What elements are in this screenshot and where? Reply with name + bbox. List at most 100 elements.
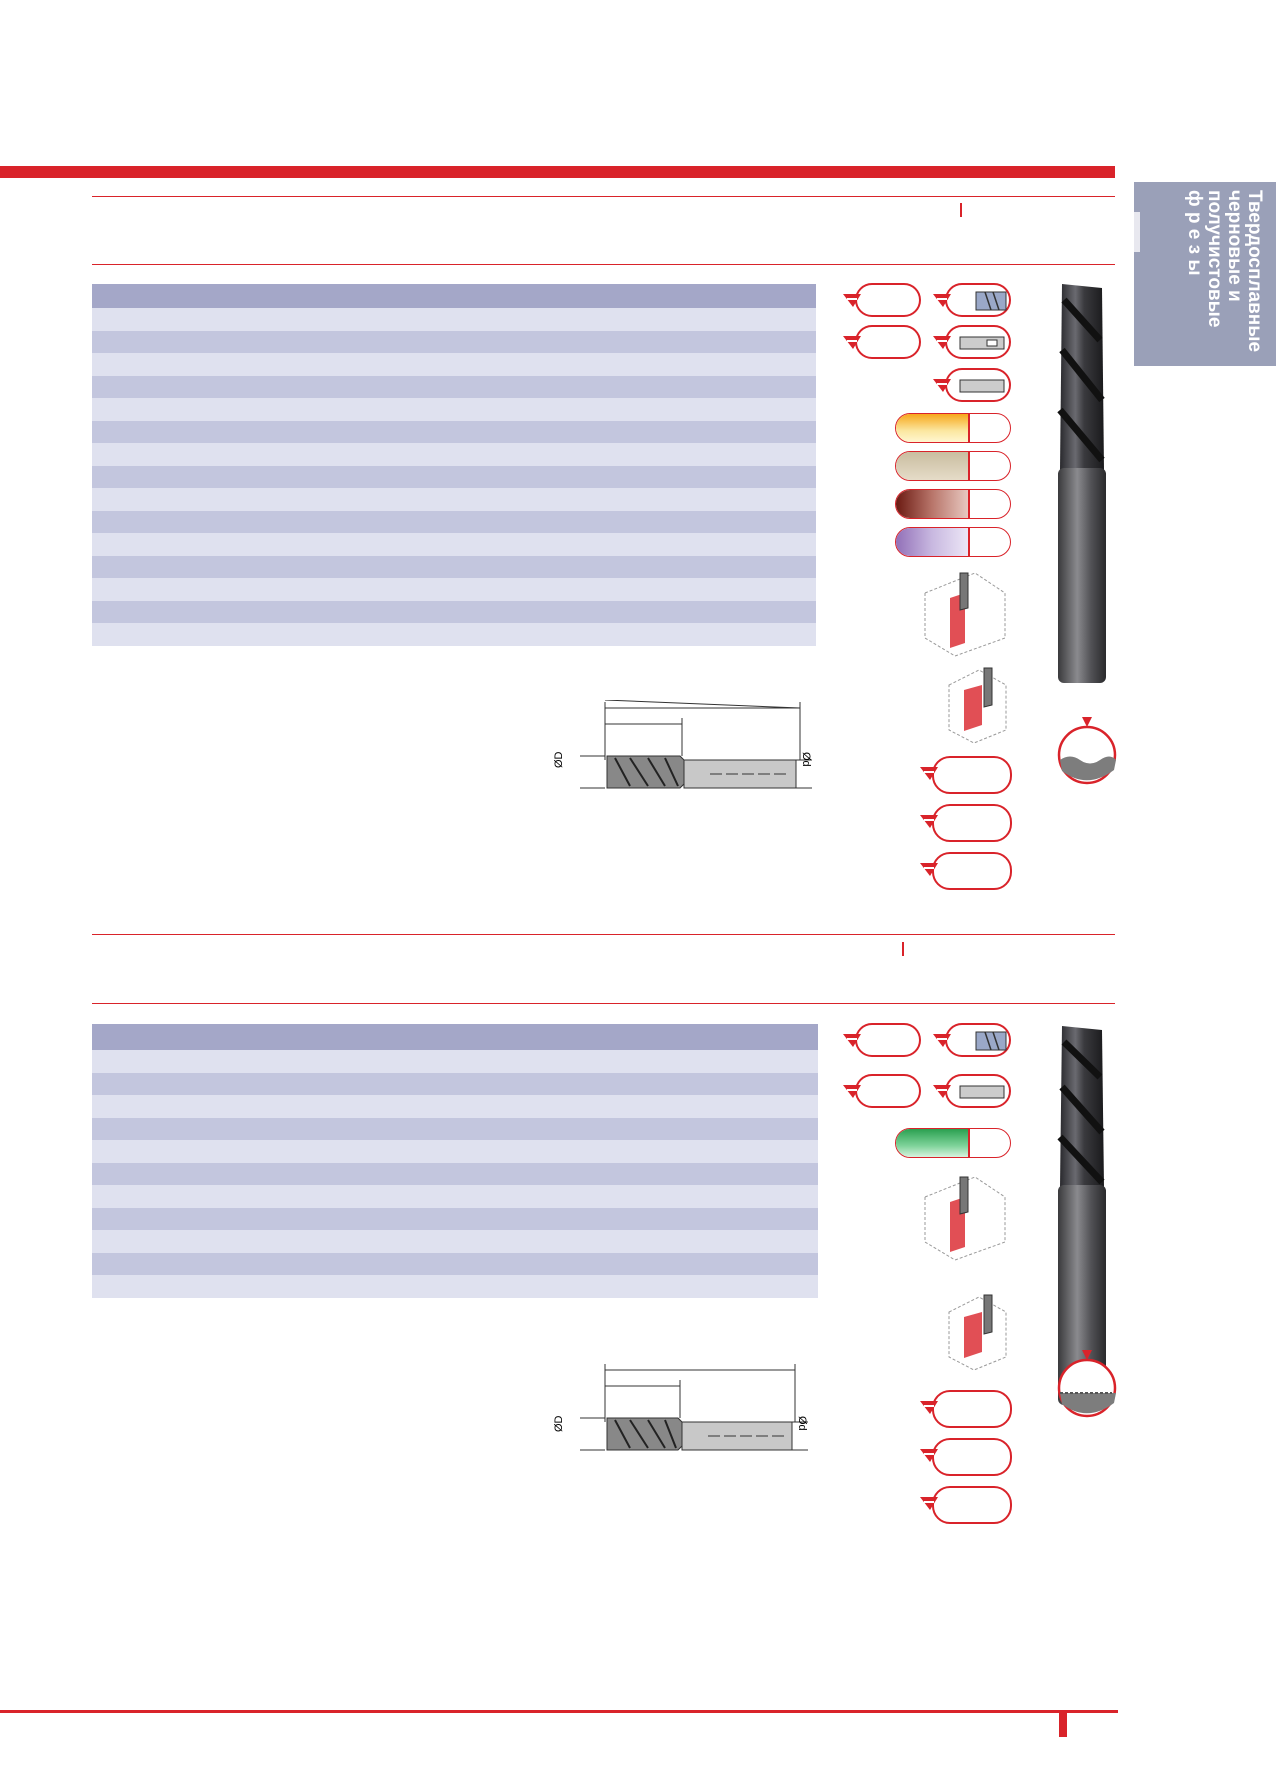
- coating-yellow: [895, 413, 1011, 443]
- diameter-d-label: Ød: [800, 752, 812, 767]
- side-tab-line-2: черновые и: [1224, 190, 1245, 302]
- red-arrow-icon: [933, 379, 951, 392]
- table-header: [92, 1024, 818, 1050]
- helix-badge: [933, 1023, 1011, 1057]
- table-row: [92, 308, 816, 331]
- table-row: [92, 488, 816, 511]
- table-row: [92, 1230, 818, 1253]
- table-row: [92, 1185, 818, 1208]
- diameter-D-label: ØD: [553, 1415, 565, 1433]
- footer-rule: [0, 1710, 1118, 1713]
- shank-plain-icon: [959, 1085, 1005, 1099]
- end-mill-photo: [1057, 284, 1106, 683]
- coating-brown: [895, 489, 1011, 519]
- spec-badge: [920, 852, 1012, 890]
- red-arrow-icon: [920, 1497, 938, 1510]
- spec-badge: [843, 283, 921, 317]
- profile-icon: [1057, 1350, 1117, 1418]
- spec-badge: [843, 1023, 921, 1057]
- side-milling-icon: [948, 1294, 1007, 1371]
- red-arrow-icon: [933, 294, 951, 307]
- coating-swatch: [896, 414, 968, 442]
- red-arrow-icon: [843, 1034, 861, 1047]
- red-arrow-icon: [843, 336, 861, 349]
- red-arrow-icon: [843, 294, 861, 307]
- slot-milling-icon: [924, 572, 1006, 657]
- slot-milling-icon: [924, 1176, 1006, 1261]
- section1-title-marker: [960, 203, 962, 217]
- section2-bottom-rule: [92, 1003, 1115, 1004]
- table-row: [92, 375, 816, 398]
- red-arrow-icon: [920, 1449, 938, 1462]
- shank-plain-badge: [933, 368, 1011, 402]
- red-arrow-icon: [920, 863, 938, 876]
- table-row: [92, 1072, 818, 1095]
- top-accent-bar: [0, 166, 1115, 178]
- table-row: [92, 600, 816, 623]
- table-row: [92, 1095, 818, 1118]
- coating-swatch: [896, 490, 968, 518]
- table-row: [92, 1050, 818, 1073]
- spec-badge: [920, 756, 1012, 794]
- red-arrow-icon: [933, 1034, 951, 1047]
- helix-icon: [975, 1031, 1007, 1051]
- coating-swatch: [896, 528, 968, 556]
- profile-icon: [1057, 717, 1117, 785]
- page-number-marker: [1059, 1713, 1067, 1737]
- side-tab-label: Твердосплавные черновые и получистовые ф…: [1134, 182, 1276, 366]
- table-row: [92, 465, 816, 488]
- table-row: [92, 443, 816, 466]
- red-arrow-icon: [920, 1401, 938, 1414]
- table-row: [92, 330, 816, 353]
- helix-badge: [933, 283, 1011, 317]
- table-row: [92, 1117, 818, 1140]
- section1-top-rule: [92, 196, 1115, 197]
- section2-spec-table: [92, 1024, 818, 1298]
- section1-dimension-drawing: [580, 700, 812, 789]
- coating-green: [895, 1128, 1011, 1158]
- helix-icon: [975, 291, 1007, 311]
- spec-badge: [920, 1390, 1012, 1428]
- diameter-D-label: ØD: [553, 751, 565, 769]
- side-milling-icon: [948, 667, 1007, 744]
- table-row: [92, 555, 816, 578]
- table-row: [92, 398, 816, 421]
- table-row: [92, 510, 816, 533]
- side-tab-line-1: Твердосплавные: [1244, 190, 1265, 353]
- shank-plain-icon: [959, 379, 1005, 393]
- diameter-d-label: Ød: [796, 1416, 808, 1431]
- spec-badge: [920, 1486, 1012, 1524]
- shank-plain-badge: [933, 1074, 1011, 1108]
- table-row: [92, 533, 816, 556]
- section2-dimension-drawing: [580, 1364, 808, 1451]
- spec-badge: [843, 1074, 921, 1108]
- red-arrow-icon: [933, 336, 951, 349]
- red-arrow-icon: [920, 767, 938, 780]
- section2-title-marker: [902, 942, 904, 956]
- table-row: [92, 420, 816, 443]
- shank-flat-icon: [959, 336, 1005, 350]
- side-tab-line-3: получистовые: [1204, 190, 1225, 328]
- coating-swatch: [896, 452, 968, 480]
- table-row: [92, 1162, 818, 1185]
- shank-flat-badge: [933, 325, 1011, 359]
- table-row: [92, 353, 816, 376]
- side-tab-stub: [1134, 212, 1140, 252]
- red-arrow-icon: [933, 1085, 951, 1098]
- red-arrow-icon: [920, 815, 938, 828]
- end-mill-photo: [1057, 1026, 1106, 1405]
- table-row: [92, 1252, 818, 1275]
- spec-badge: [920, 1438, 1012, 1476]
- coating-beige: [895, 451, 1011, 481]
- table-row: [92, 1275, 818, 1298]
- table-header: [92, 284, 816, 308]
- section-side-tab[interactable]: Твердосплавные черновые и получистовые ф…: [1134, 182, 1276, 366]
- spec-badge: [920, 804, 1012, 842]
- section1-bottom-rule: [92, 264, 1115, 265]
- spec-badge: [843, 325, 921, 359]
- red-arrow-icon: [843, 1085, 861, 1098]
- coating-violet: [895, 527, 1011, 557]
- table-row: [92, 578, 816, 601]
- table-row: [92, 1207, 818, 1230]
- table-row: [92, 623, 816, 646]
